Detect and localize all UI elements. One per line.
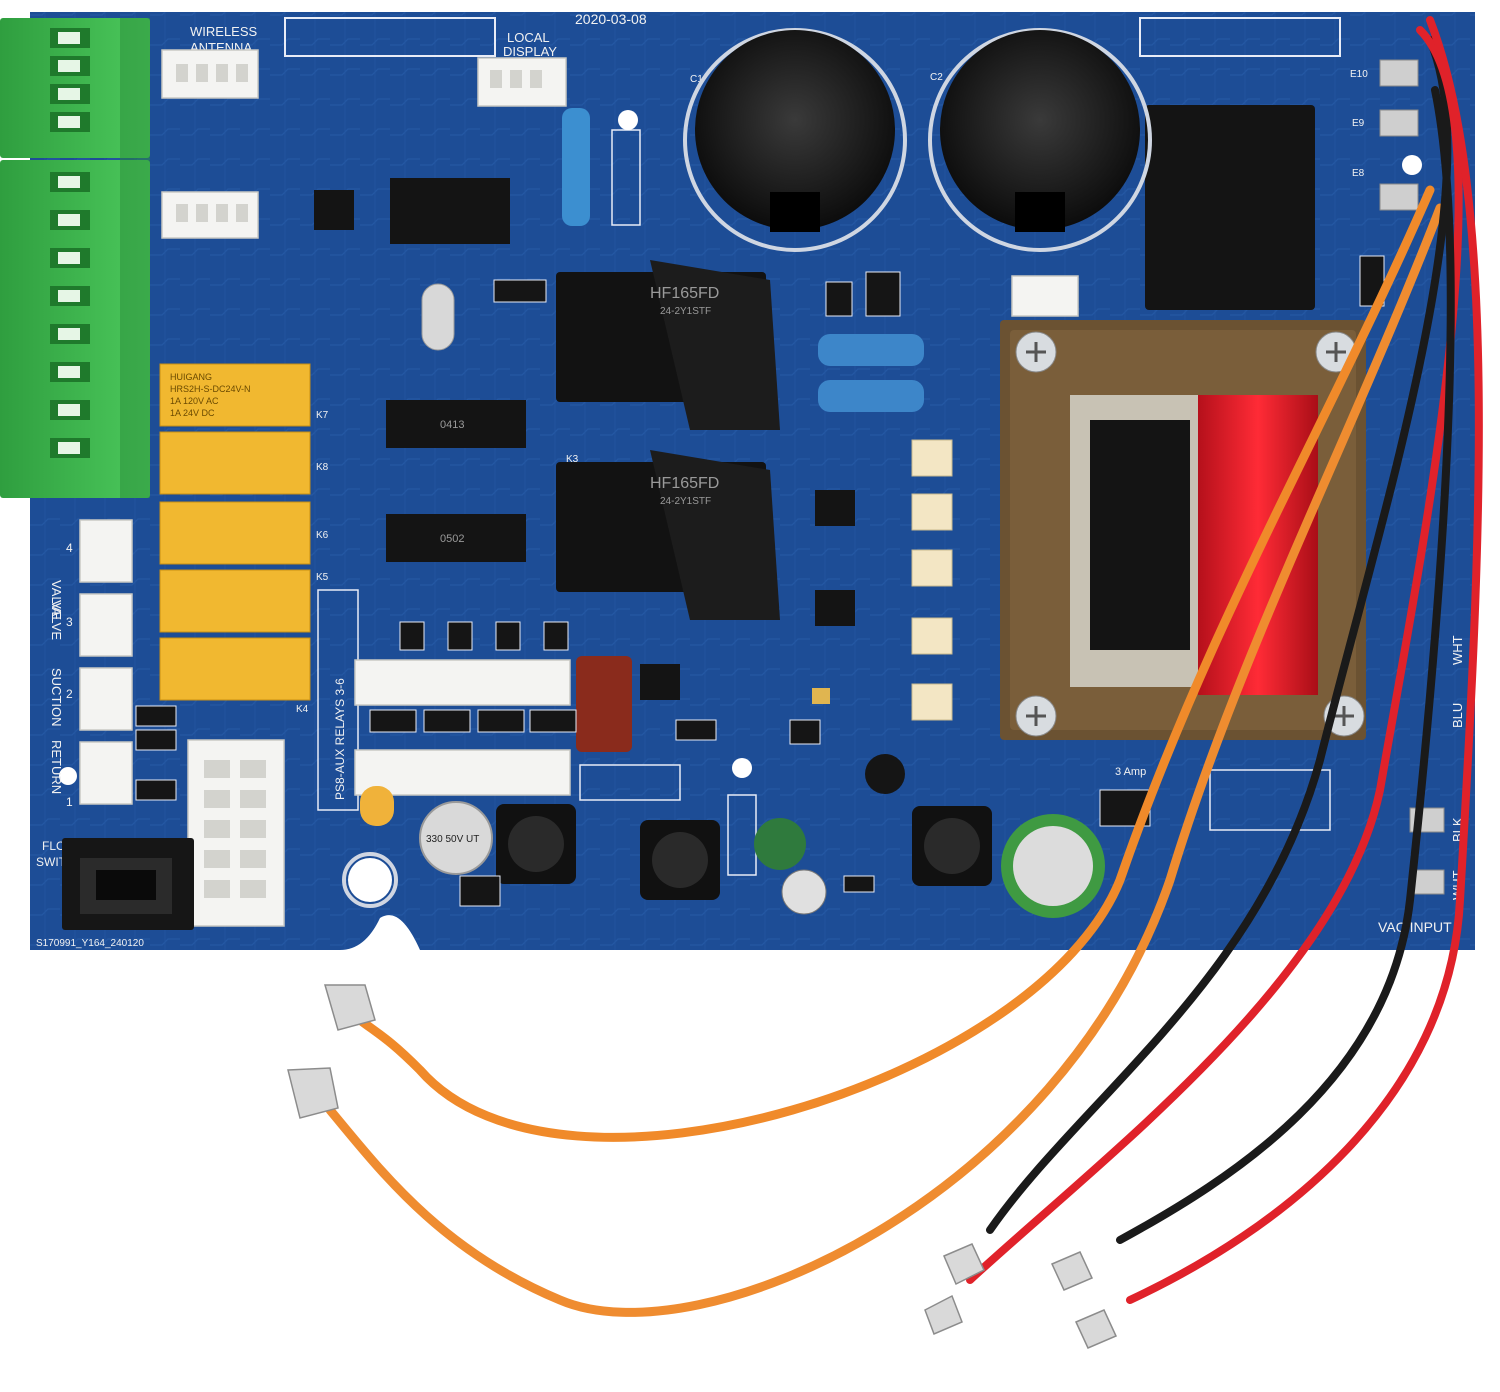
local-display-label-1: LOCAL	[507, 30, 550, 45]
flow-switch-jack	[62, 838, 194, 930]
port-mark-e9: E9	[1352, 118, 1365, 129]
connector-pins	[176, 64, 542, 898]
bulk-capacitors	[683, 28, 1152, 252]
optocouplers	[911, 439, 953, 721]
valve4-label: VALVE	[49, 580, 64, 620]
connector-number-1: 1	[66, 795, 73, 809]
black-wire-1	[986, 36, 1452, 1234]
wire-code-blu: BLU	[1450, 703, 1465, 728]
black-wire-2	[1116, 86, 1455, 1244]
vac-input-label: VAC INPUT	[1378, 919, 1452, 935]
relay-mark-k7: K7	[316, 410, 329, 421]
orange-wire-1	[355, 185, 1435, 1142]
aux-relays	[159, 363, 311, 701]
power-relays	[556, 105, 1315, 620]
relay-sub-1: 24-2Y1STF	[660, 306, 711, 317]
wireless-antenna-label-1: WIRELESS	[190, 24, 258, 39]
ic-mark-1: 0413	[440, 419, 464, 431]
misc-components: 330 50V UT	[360, 108, 1105, 918]
wire-terminals	[287, 984, 1118, 1349]
relay-mark-k8: K8	[316, 462, 329, 473]
connector-number-3: 3	[66, 615, 73, 629]
cap-mark-c1: C1	[690, 74, 703, 85]
relay-mark-k5: K5	[316, 572, 329, 583]
aux-relay-text: HUIGANG HRS2H-S-DC24V-N 1A 120V AC 1A 24…	[170, 372, 251, 418]
aux-relays-label: PS8-AUX RELAYS 3-6	[333, 678, 347, 800]
relay-mark-k6: K6	[316, 530, 329, 541]
flow-switch-label-2: SWIT	[36, 855, 67, 869]
green-terminal-blocks	[0, 18, 150, 498]
fuse-note: 3 Amp	[1115, 766, 1146, 778]
relay-model-2: HF165FD	[650, 475, 719, 492]
port-mark-e10: E10	[1350, 69, 1368, 80]
suction-label: SUCTION	[49, 668, 64, 727]
spade-terminals	[1379, 59, 1445, 895]
orange-wire-2	[325, 203, 1445, 1317]
relay-brand: HUIGANG	[170, 372, 212, 382]
small-cap-marking: 330 50V UT	[426, 834, 479, 845]
red-wire-2	[1126, 16, 1483, 1304]
wire-code-wht-1: WHT	[1450, 635, 1465, 665]
port-mark-e8: E8	[1352, 168, 1365, 179]
red-wire-1	[966, 26, 1463, 1284]
relay-model-1: HF165FD	[650, 285, 719, 302]
cap-mark-c2: C2	[930, 72, 943, 83]
relay-spec-3: 1A 24V DC	[170, 408, 215, 418]
integrated-circuits	[314, 178, 855, 700]
connector-number-4: 4	[66, 541, 73, 555]
relay-sub-2: 24-2Y1STF	[660, 496, 711, 507]
wire-harness	[325, 16, 1483, 1317]
relay-mark-k3: K3	[566, 454, 579, 465]
ic-mark-2: 0502	[440, 533, 464, 545]
relay-spec-2: 1A 120V AC	[170, 396, 219, 406]
transformer	[1000, 320, 1366, 740]
part-number: S170991_Y164_240120	[36, 938, 144, 949]
valve3-label: VALVE	[49, 600, 64, 640]
connector-number-2: 2	[66, 687, 73, 701]
silkscreen-text: 2020-03-08 WIRELESS ANTENNA LOCAL DISPLA…	[36, 11, 1465, 949]
local-display-label-2: DISPLAY	[503, 44, 557, 59]
relay-mark-k4: K4	[296, 704, 309, 715]
ic-text: 0413 0502	[440, 419, 464, 545]
power-relay-text: HF165FD 24-2Y1STF HF165FD 24-2Y1STF	[650, 285, 719, 507]
date-code: 2020-03-08	[575, 11, 647, 27]
relay-spec-1: HRS2H-S-DC24V-N	[170, 384, 251, 394]
return-label: RETURN	[49, 740, 64, 794]
